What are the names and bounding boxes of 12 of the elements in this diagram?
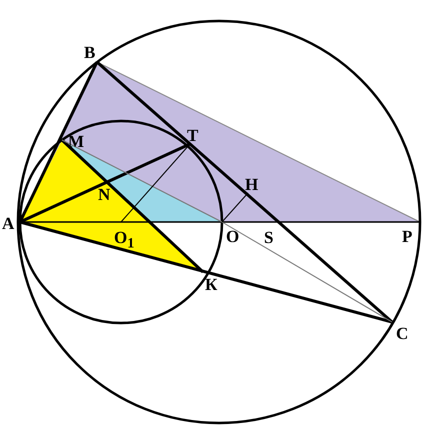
point-label: A (2, 215, 14, 232)
point-label: К (205, 276, 218, 293)
point-label: P (402, 228, 412, 245)
point-label: O (226, 228, 240, 245)
point-label: M (68, 133, 84, 150)
point-label: O$_{1}$ (114, 229, 134, 252)
point-label: S (264, 229, 274, 246)
point-label: B (84, 44, 96, 61)
point-label: H (245, 176, 258, 193)
point-label: C (396, 325, 408, 342)
point-label: T (187, 127, 198, 144)
point-label: N (98, 186, 110, 203)
